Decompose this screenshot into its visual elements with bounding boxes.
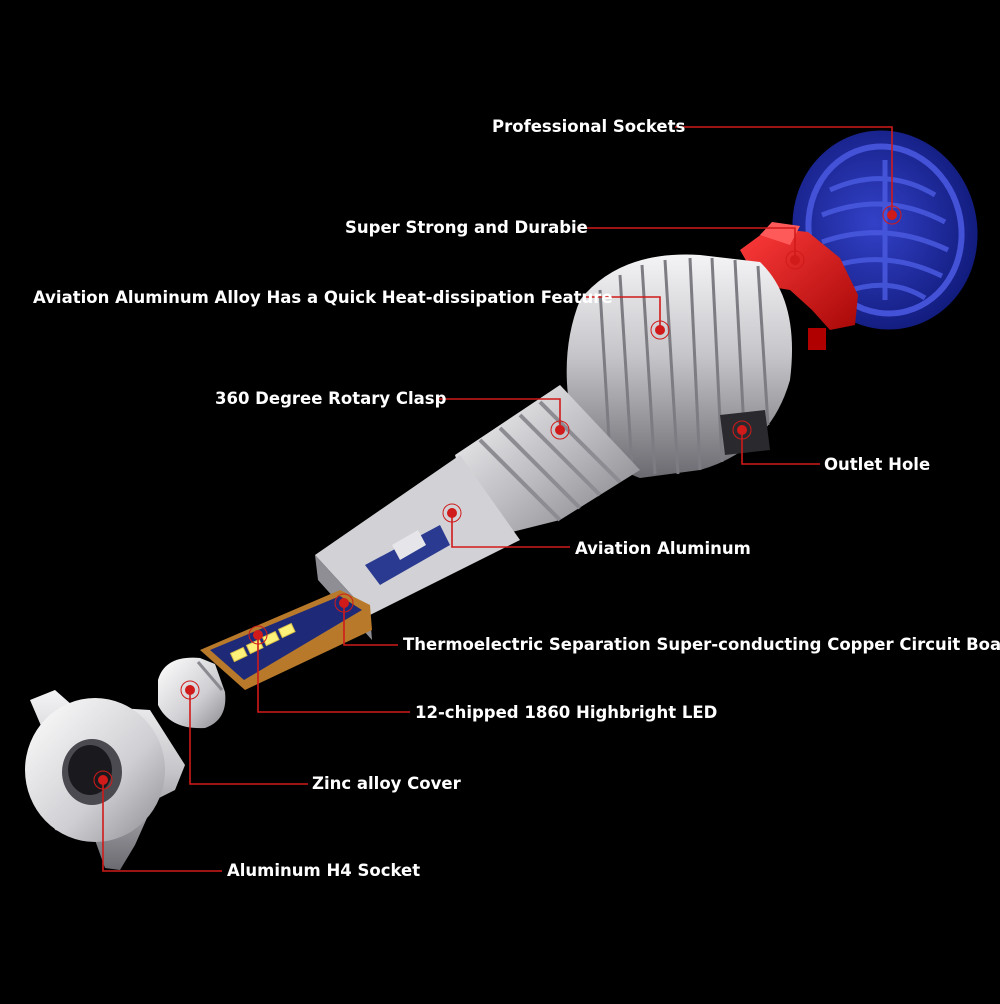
callout-outlet-hole: Outlet Hole [824, 455, 931, 474]
callout-copper-board: Thermoelectric Separation Super-conducti… [403, 635, 1000, 654]
target-marker-icon [334, 593, 354, 613]
professional-socket-part [792, 130, 978, 330]
target-marker-icon [550, 420, 570, 440]
target-markers [93, 205, 902, 790]
target-marker-icon [785, 250, 805, 270]
callout-h4-socket: Aluminum H4 Socket [227, 861, 421, 880]
callout-super-strong-durable: Super Strong and Durabie [345, 218, 588, 237]
target-marker-icon [882, 205, 902, 225]
callout-professional-sockets: Professional Sockets [492, 117, 686, 136]
callout-zinc-cover: Zinc alloy Cover [312, 774, 461, 793]
callout-rotary-clasp: 360 Degree Rotary Clasp [215, 389, 447, 408]
target-marker-icon [93, 770, 113, 790]
target-marker-icon [732, 420, 752, 440]
led-chips [229, 622, 296, 663]
callout-aviation-aluminum: Aviation Aluminum [575, 539, 751, 558]
target-marker-icon [180, 680, 200, 700]
heat-sink-part [566, 254, 792, 478]
target-marker-icon [442, 503, 462, 523]
target-marker-icon [248, 625, 268, 645]
circuit-board-part [200, 590, 372, 690]
callout-led-chips: 12-chipped 1860 Highbright LED [415, 703, 718, 722]
callout-heat-dissipation: Aviation Aluminum Alloy Has a Quick Heat… [33, 288, 613, 307]
target-marker-icon [650, 320, 670, 340]
leader-lines [102, 126, 893, 872]
rotary-clasp-part [455, 385, 640, 540]
